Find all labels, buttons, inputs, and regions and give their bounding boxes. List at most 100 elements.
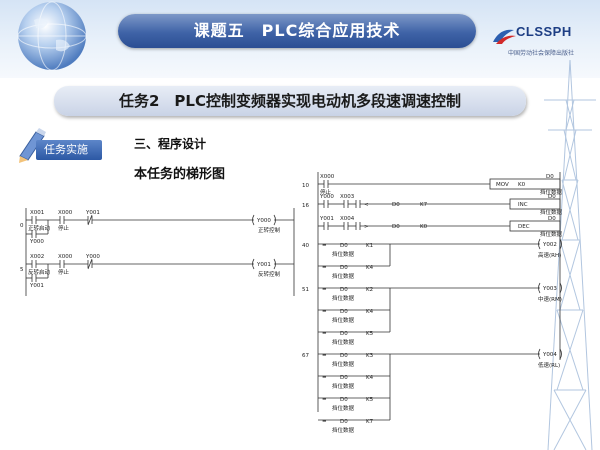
- operand: D0: [340, 331, 348, 337]
- globe-icon: [17, 1, 87, 71]
- compare-op: =: [322, 397, 327, 403]
- contact-comment: 正转启动: [28, 224, 51, 232]
- ladder-diagram-right: 10 X000 停止 MOV K0 D0 挡位数据 16 Y000 X003 <…: [302, 172, 563, 434]
- contact-comment: 停止: [320, 188, 332, 196]
- logo-name: CLSSPH: [516, 24, 572, 39]
- step-number: 40: [302, 243, 309, 249]
- logo-subtitle: 中国劳动社会保障出版社: [507, 50, 574, 57]
- publisher-mark-icon: [493, 29, 516, 44]
- coil-comment: 正转控制: [258, 226, 281, 234]
- contact-label: Y001: [85, 210, 100, 216]
- operand-comment: 挡位数据: [332, 382, 355, 390]
- operand: K2: [366, 287, 373, 293]
- coil-label: Y003: [542, 286, 557, 292]
- operand: D0: [340, 353, 348, 359]
- task-implementation-badge: 任务实施: [16, 126, 106, 164]
- operand: D0: [392, 202, 400, 208]
- operand: K4: [366, 309, 374, 315]
- transmission-tower-icon: [544, 60, 596, 450]
- contact-label: Y000: [319, 194, 334, 200]
- contact-label: X002: [30, 254, 44, 260]
- operand: K0: [518, 182, 526, 188]
- coil-comment: 高速(RH): [538, 251, 561, 259]
- contact-label: X003: [340, 194, 355, 200]
- compare-op: =: [322, 287, 327, 293]
- step-number: 10: [302, 183, 309, 189]
- contact-label: X001: [30, 210, 44, 216]
- operand-comment: 挡位数据: [332, 426, 355, 434]
- coil-label: Y002: [542, 242, 557, 248]
- instruction: DEC: [518, 224, 530, 230]
- compare-op: =: [322, 331, 327, 337]
- operand: K5: [366, 397, 374, 403]
- compare-op: =: [322, 353, 327, 359]
- operand: D0: [392, 224, 400, 230]
- operand: D0: [340, 243, 348, 249]
- contact-comment: 反转启动: [28, 268, 51, 276]
- operand: K4: [366, 265, 374, 271]
- badge-box: [36, 140, 102, 160]
- step-number: 51: [302, 287, 309, 293]
- contact-label: Y000: [85, 254, 100, 260]
- compare-op: =: [322, 419, 327, 425]
- operand-comment: 挡位数据: [332, 316, 355, 324]
- operand: D0: [340, 375, 348, 381]
- task-banner: 任务2 PLC控制变频器实现电动机多段速调速控制: [54, 86, 526, 116]
- badge-text: 任务实施: [44, 143, 88, 156]
- contact-label: X000: [58, 210, 73, 216]
- coil-label: Y000: [256, 218, 271, 224]
- task-title: 任务2 PLC控制变频器实现电动机多段速调速控制: [119, 92, 461, 110]
- operand: K1: [366, 243, 373, 249]
- step-number: 16: [302, 203, 309, 209]
- operand: D0: [340, 287, 348, 293]
- course-title: 课题五 PLC综合应用技术: [193, 21, 401, 40]
- diagram-caption: 本任务的梯形图: [134, 167, 226, 182]
- contact-label: Y001: [29, 283, 44, 289]
- contact-label: X000: [58, 254, 73, 260]
- instruction: MOV: [496, 182, 509, 188]
- operand: D0: [548, 194, 556, 200]
- operand: D0: [340, 397, 348, 403]
- operand: D0: [340, 309, 348, 315]
- coil-label: Y001: [256, 262, 271, 268]
- coil-label: Y004: [542, 352, 557, 358]
- operand: D0: [546, 174, 554, 180]
- operand-comment: 挡位数据: [332, 272, 355, 280]
- coil-comment: 低速(RL): [538, 361, 560, 369]
- section-heading: 三、程序设计: [134, 137, 207, 151]
- publisher-logo: CLSSPH 中国劳动社会保障出版社: [486, 20, 596, 64]
- contact-comment: 停止: [58, 224, 70, 232]
- operand: D0: [548, 216, 556, 222]
- operand: K5: [366, 331, 374, 337]
- operand-comment: 挡位数据: [332, 250, 355, 258]
- operand-comment: 挡位数据: [540, 188, 563, 196]
- compare-op: >: [364, 224, 369, 230]
- coil-comment: 中速(RM): [538, 295, 562, 303]
- compare-op: =: [322, 243, 327, 249]
- ladder-diagram-left: 0 X001 X000 Y001 正转启动 停止 Y000 Y000 正转控制 …: [20, 208, 295, 296]
- compare-op: =: [322, 309, 327, 315]
- operand-comment: 挡位数据: [332, 404, 355, 412]
- operand: K3: [366, 353, 374, 359]
- operand-comment: 挡位数据: [332, 338, 355, 346]
- contact-label: X004: [340, 216, 355, 222]
- compare-op: =: [322, 265, 327, 271]
- step-number: 0: [20, 223, 24, 229]
- operand: D0: [340, 265, 348, 271]
- contact-label: Y001: [319, 216, 334, 222]
- operand-comment: 挡位数据: [332, 360, 355, 368]
- contact-comment: 停止: [58, 268, 70, 276]
- contact-label: Y000: [29, 239, 44, 245]
- contact-label: X000: [320, 174, 335, 180]
- header: 课题五 PLC综合应用技术 CLSSPH 中国劳动社会保障出版社: [0, 0, 600, 78]
- operand: K0: [420, 224, 428, 230]
- coil-comment: 反转控制: [258, 270, 281, 278]
- instruction: INC: [518, 202, 528, 208]
- operand-comment: 挡位数据: [540, 208, 563, 216]
- course-title-bar: 课题五 PLC综合应用技术: [118, 14, 476, 48]
- operand: K7: [366, 419, 374, 425]
- operand-comment: 挡位数据: [332, 294, 355, 302]
- operand: K7: [420, 202, 428, 208]
- compare-op: =: [322, 375, 327, 381]
